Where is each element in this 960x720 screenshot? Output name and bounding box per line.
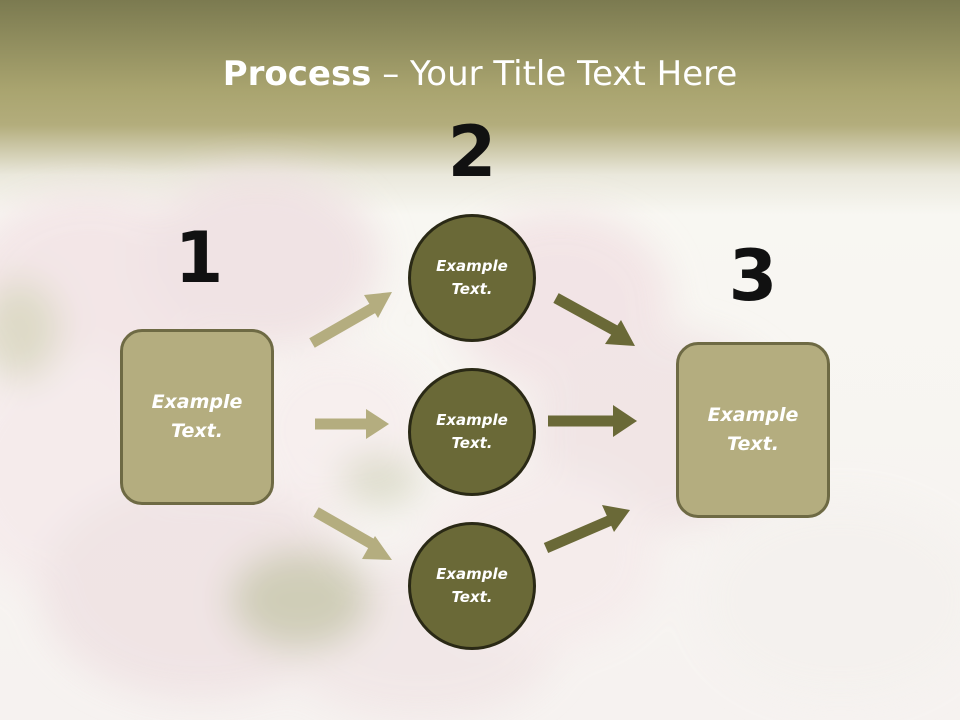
- arrow-left-to-bottom: [313, 507, 392, 560]
- circle-top-text: Example Text.: [436, 257, 508, 298]
- process-circle-top: Example Text.: [408, 214, 536, 342]
- arrow-middle-to-right: [548, 405, 637, 437]
- arrow-left-to-middle: [315, 409, 389, 439]
- process-box-right: Example Text.: [676, 342, 830, 518]
- circle-bottom-text: Example Text.: [436, 565, 508, 606]
- arrow-top-to-right: [553, 293, 635, 346]
- step-number-2: 2: [447, 111, 497, 193]
- circle-middle-text: Example Text.: [436, 411, 508, 452]
- slide-title: Process – Your Title Text Here: [0, 52, 960, 96]
- step-number-1: 1: [174, 217, 224, 299]
- process-box-left: Example Text.: [120, 329, 274, 505]
- process-circle-bottom: Example Text.: [408, 522, 536, 650]
- step-number-3: 3: [728, 235, 778, 317]
- title-rest: – Your Title Text Here: [371, 54, 738, 94]
- arrow-left-to-top: [309, 292, 392, 348]
- box-left-text: Example Text.: [151, 391, 243, 442]
- title-bold: Process: [222, 54, 372, 94]
- arrow-bottom-to-right: [543, 505, 630, 554]
- box-right-text: Example Text.: [707, 404, 799, 455]
- process-circle-middle: Example Text.: [408, 368, 536, 496]
